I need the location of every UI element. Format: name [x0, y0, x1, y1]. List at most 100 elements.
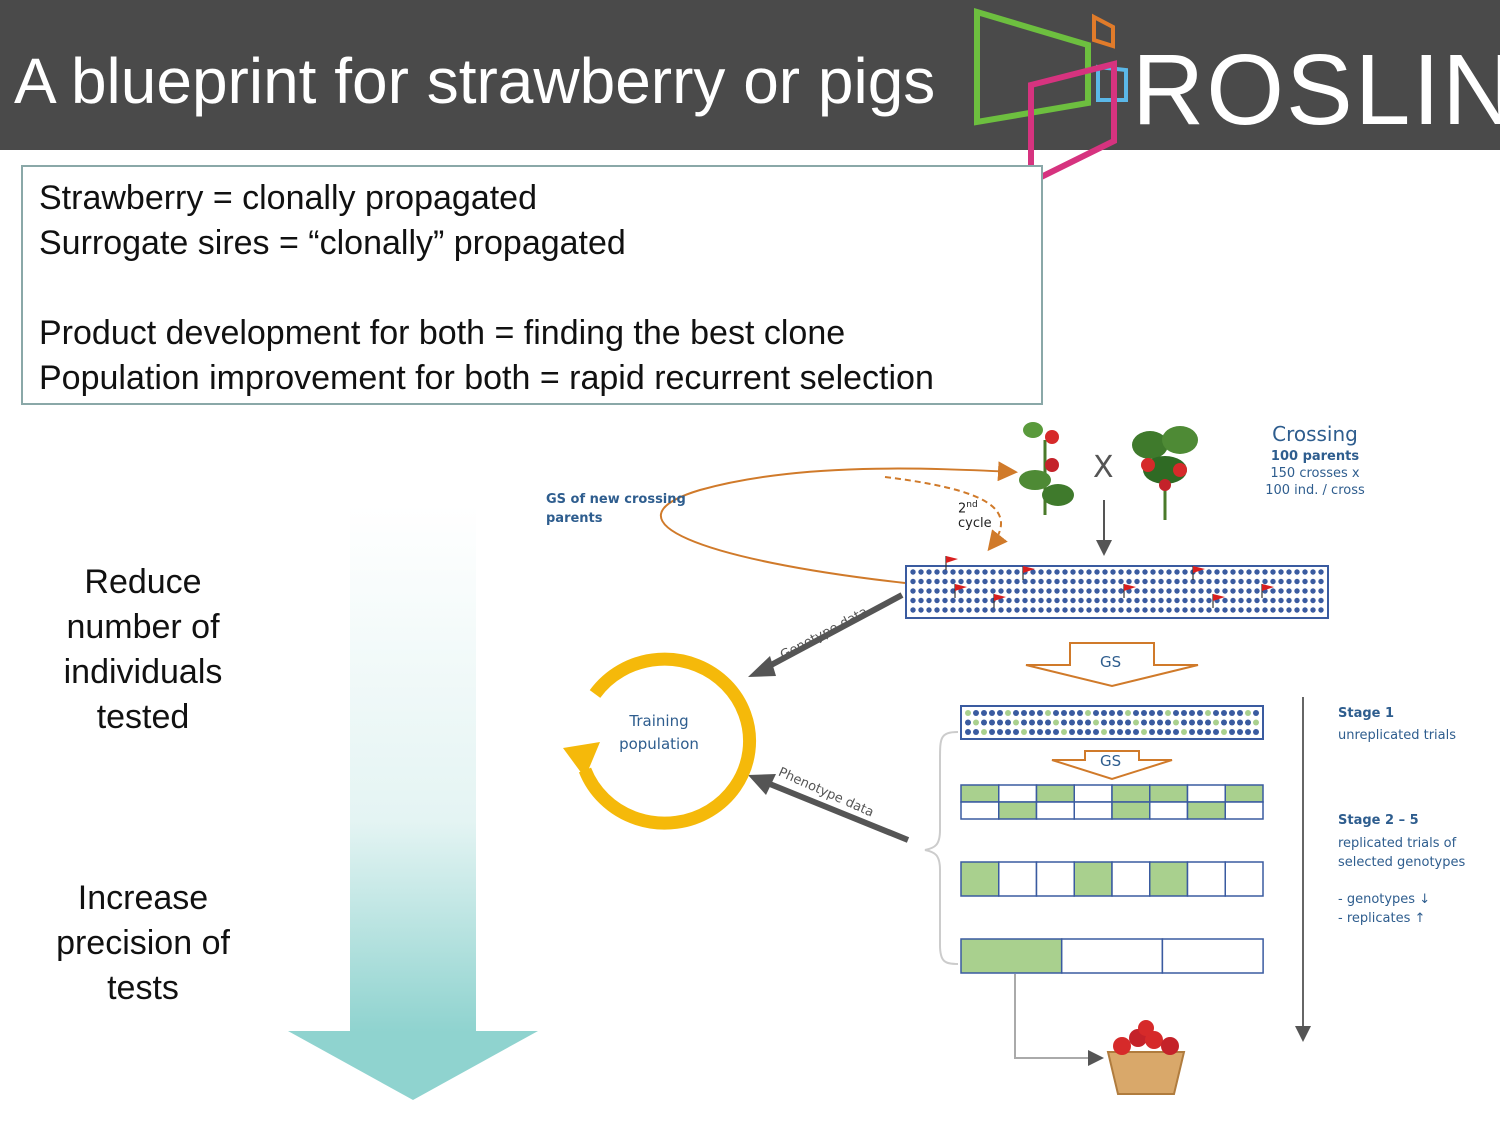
population-dot	[1070, 569, 1076, 575]
population-dot	[934, 569, 940, 575]
stage1-dot	[1093, 719, 1099, 726]
population-dot	[1206, 569, 1212, 575]
stage1-dot	[1045, 719, 1051, 726]
population-dot	[1086, 578, 1092, 585]
stage1-dot	[1181, 719, 1187, 726]
population-dot	[1230, 607, 1236, 613]
population-dot	[1102, 607, 1108, 613]
population-dot	[1222, 607, 1228, 613]
population-dot	[1174, 588, 1180, 594]
population-dot	[1262, 597, 1268, 604]
population-dot	[1286, 588, 1292, 594]
population-dot	[950, 578, 956, 585]
stage1-dot	[973, 710, 979, 716]
population-dot	[1286, 578, 1292, 585]
trial-cell	[1035, 861, 1075, 897]
population-dot	[926, 588, 932, 594]
strawberry-basket-icon	[1106, 1020, 1186, 1095]
stage1-dot	[1197, 710, 1203, 716]
stage1-dot	[1253, 710, 1259, 716]
population-dot	[1278, 578, 1284, 585]
stage1-dot	[1005, 729, 1011, 735]
population-dot	[1206, 588, 1212, 594]
reduce-text: Reduce number of individuals tested	[3, 560, 283, 740]
stage1-dot	[1149, 710, 1155, 716]
population-dot	[1206, 607, 1212, 613]
stage1-dot	[989, 710, 995, 716]
population-dot	[990, 569, 996, 575]
population-dot	[1294, 578, 1300, 585]
population-dot	[1222, 597, 1228, 604]
reduce-line-1: Reduce	[84, 563, 202, 601]
population-dot	[1126, 607, 1132, 613]
population-dot	[966, 597, 972, 604]
population-dot	[990, 588, 996, 594]
stage1-dot	[1021, 719, 1027, 726]
stage1-dot	[1037, 719, 1043, 726]
population-dot	[1118, 607, 1124, 613]
stage1-dot	[1189, 710, 1195, 716]
gs-parents-line-2: parents	[546, 511, 603, 526]
population-dot	[1174, 578, 1180, 585]
stage1-dot	[1069, 729, 1075, 735]
population-dot	[1110, 588, 1116, 594]
progress-arrow	[288, 505, 538, 1100]
stage1-dot	[1237, 719, 1243, 726]
population-dot	[1006, 597, 1012, 604]
population-dot	[1070, 597, 1076, 604]
population-dot	[1302, 578, 1308, 585]
population-dot	[1094, 597, 1100, 604]
stage1-dot	[1109, 719, 1115, 726]
population-dot	[1094, 607, 1100, 613]
population-dot	[918, 597, 924, 604]
increase-line-2: precision of	[56, 924, 230, 962]
trial-cell	[1060, 938, 1164, 974]
stage1-dot	[1069, 710, 1075, 716]
population-dot	[1134, 578, 1140, 585]
crossing-parents: 100 parents	[1270, 449, 1360, 464]
crossing-crosses: 150 crosses x	[1270, 466, 1360, 481]
stage1-dot	[1117, 719, 1123, 726]
stage1-dot	[1029, 710, 1035, 716]
trial-row-2x8	[960, 784, 1264, 820]
gs-parents-label: GS of new crossing parents	[546, 490, 686, 528]
population-dot	[1142, 569, 1148, 575]
trial-cell	[998, 861, 1038, 897]
stage1-dot	[965, 719, 971, 726]
stage1-dot	[1205, 729, 1211, 735]
stage1-dot	[1101, 710, 1107, 716]
stage1-dot	[1013, 719, 1019, 726]
population-dot	[1206, 597, 1212, 604]
training-population-label: Training population	[604, 710, 714, 756]
population-dot	[974, 588, 980, 594]
training-cycle-icon	[563, 652, 757, 830]
population-dot	[1150, 569, 1156, 575]
population-dot	[1086, 597, 1092, 604]
population-dot	[1246, 607, 1252, 613]
stage1-dot	[1053, 719, 1059, 726]
population-dot	[1182, 597, 1188, 604]
population-dot	[1294, 569, 1300, 575]
reduce-line-3: individuals	[63, 653, 223, 691]
stage1-dot	[1173, 729, 1179, 735]
population-dot	[1166, 578, 1172, 585]
population-dot	[1262, 607, 1268, 613]
population-dot	[1286, 597, 1292, 604]
population-dot	[1230, 578, 1236, 585]
population-dot	[1254, 597, 1260, 604]
flag	[1213, 594, 1225, 601]
population-dot	[1254, 607, 1260, 613]
population-dot	[1054, 607, 1060, 613]
population-dot	[934, 578, 940, 585]
population-dot	[918, 588, 924, 594]
population-dot	[958, 607, 964, 613]
stage1-dot	[1053, 710, 1059, 716]
population-dot	[1230, 569, 1236, 575]
population-dot	[1294, 597, 1300, 604]
stage1-dot	[1021, 710, 1027, 716]
population-dot	[966, 569, 972, 575]
trial-cell	[1186, 784, 1226, 803]
population-dot	[910, 607, 916, 613]
stage1-dot	[1125, 710, 1131, 716]
population-dot	[1278, 597, 1284, 604]
